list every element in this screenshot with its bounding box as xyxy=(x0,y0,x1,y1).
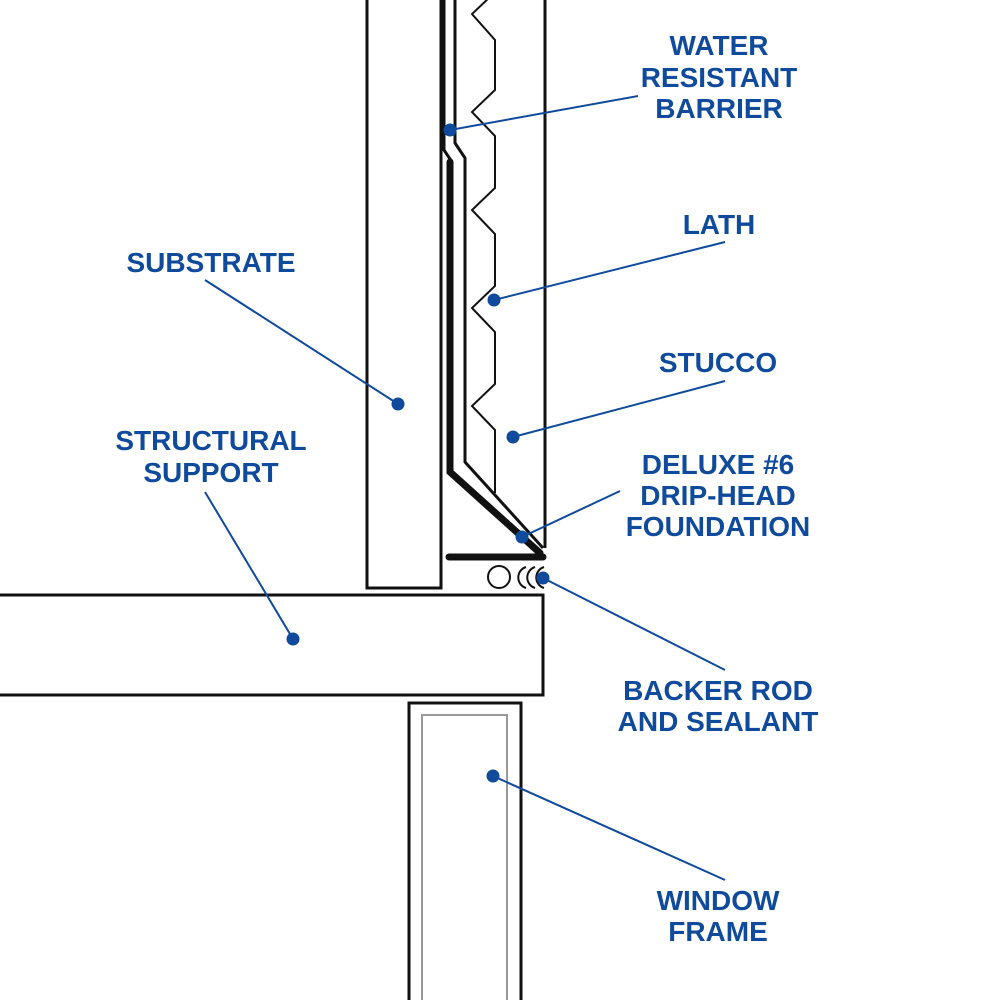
label-stucco: STUCCO xyxy=(659,347,777,378)
label-line: AND SEALANT xyxy=(618,706,819,737)
label-lath: LATH xyxy=(683,209,756,240)
marker-dot xyxy=(487,293,501,307)
marker-dot xyxy=(391,397,405,411)
label-line: WINDOW xyxy=(657,885,780,916)
label-line: WATER xyxy=(669,30,768,61)
label-line: FOUNDATION xyxy=(626,511,811,542)
marker-dot xyxy=(443,123,457,137)
drip-head-flange xyxy=(445,158,547,561)
label-window-frame: WINDOW FRAME xyxy=(657,885,780,947)
label-line: RESISTANT xyxy=(641,62,798,93)
label-substrate: SUBSTRATE xyxy=(126,247,295,278)
label-line: DRIP-HEAD xyxy=(640,480,796,511)
marker-dot xyxy=(506,430,520,444)
label-line: STRUCTURAL xyxy=(115,425,306,456)
marker-dot xyxy=(515,530,529,544)
marker-dot xyxy=(486,769,500,783)
label-line: BARRIER xyxy=(655,93,783,124)
leader-lines xyxy=(204,95,726,881)
label-line: SUPPORT xyxy=(143,457,278,488)
window-frame xyxy=(407,701,523,1000)
label-line: BACKER ROD xyxy=(623,675,813,706)
label-structural-support: STRUCTURAL SUPPORT xyxy=(115,425,306,488)
marker-dot xyxy=(286,632,300,646)
backer-rod-and-sealant xyxy=(487,565,545,589)
substrate xyxy=(365,0,443,590)
label-line: FRAME xyxy=(668,916,768,947)
label-line: DELUXE #6 xyxy=(642,449,795,480)
label-backer-rod: BACKER ROD AND SEALANT xyxy=(618,675,819,737)
lath xyxy=(470,0,496,493)
label-drip-head: DELUXE #6 DRIP-HEAD FOUNDATION xyxy=(626,449,811,542)
marker-dot xyxy=(536,571,550,585)
water-resistant-barrier xyxy=(442,0,545,550)
label-water-resistant-barrier: WATER RESISTANT BARRIER xyxy=(641,30,798,124)
structural-support xyxy=(0,593,545,697)
